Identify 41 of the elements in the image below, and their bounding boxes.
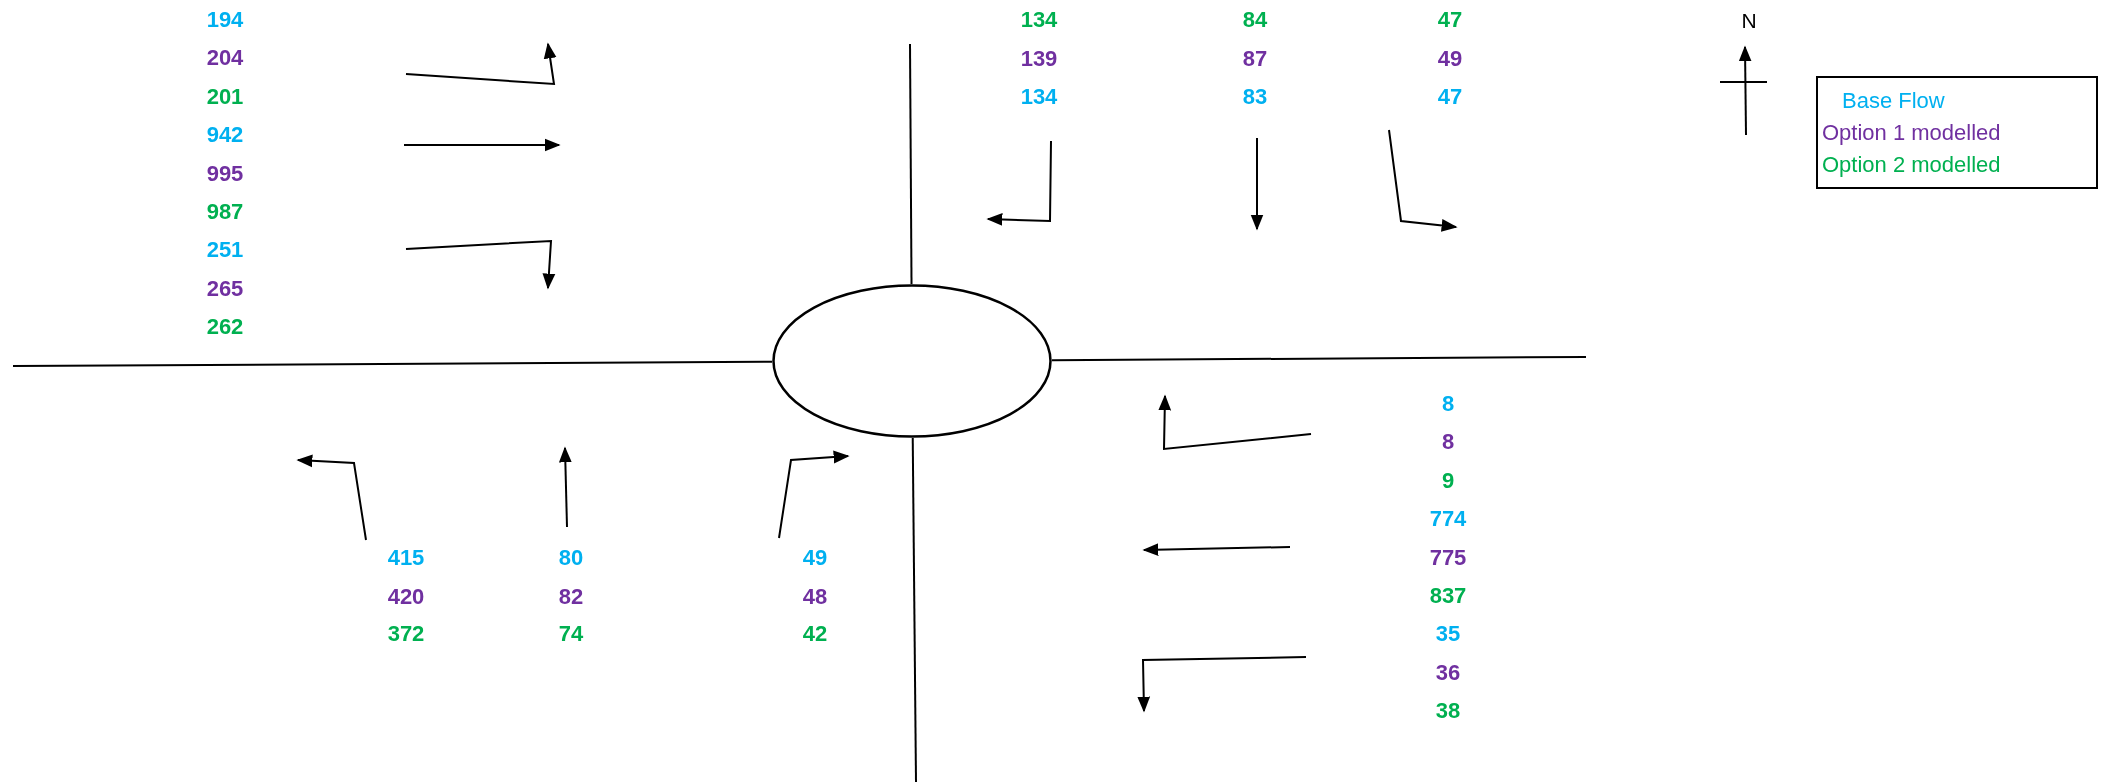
flow-value: 251 (206, 239, 244, 262)
flow-value: 775 (1429, 546, 1467, 569)
flow-value: 204 (206, 47, 244, 70)
flow-value: 74 (558, 623, 584, 645)
flow-value: 42 (802, 623, 828, 645)
flow-value: 38 (1435, 700, 1461, 723)
flow-value: 420 (387, 586, 425, 608)
flow-value: 265 (206, 277, 244, 300)
flow-value: 48 (802, 586, 828, 608)
flow-value: 139 (1020, 48, 1058, 70)
legend-entry: Option 2 modelled (1822, 153, 2001, 176)
flow-value: 9 (1441, 469, 1455, 492)
flow-value: 82 (558, 586, 584, 608)
flow-value: 80 (558, 547, 584, 569)
legend-entry: Option 1 modelled (1822, 121, 2001, 144)
flow-value: 415 (387, 547, 425, 569)
roundabout-ellipse (772, 284, 1052, 438)
flow-value: 49 (802, 547, 828, 569)
flow-value: 47 (1437, 86, 1463, 108)
flow-value: 194 (206, 9, 244, 31)
flow-value: 8 (1441, 393, 1455, 415)
flow-value: 837 (1429, 585, 1467, 607)
legend-entry: Base Flow (1841, 89, 1945, 112)
flow-value: 47 (1437, 9, 1463, 31)
flow-value: 987 (206, 201, 244, 223)
flow-value: 49 (1437, 48, 1463, 70)
north-label: N (1741, 9, 1757, 31)
flow-value: 262 (206, 316, 244, 339)
flow-value: 372 (387, 623, 425, 645)
flow-value: 8 (1441, 431, 1455, 454)
flow-value: 36 (1435, 661, 1461, 684)
flow-value: 995 (206, 162, 244, 185)
flow-value: 774 (1429, 508, 1467, 531)
flow-value: 134 (1020, 86, 1058, 108)
flow-value: 201 (206, 85, 244, 108)
flow-value: 87 (1242, 48, 1268, 70)
flow-value: 942 (206, 124, 244, 147)
flow-value: 35 (1435, 623, 1461, 646)
flow-value: 84 (1242, 9, 1268, 31)
flow-value: 83 (1242, 86, 1268, 108)
flow-value: 134 (1020, 9, 1058, 31)
